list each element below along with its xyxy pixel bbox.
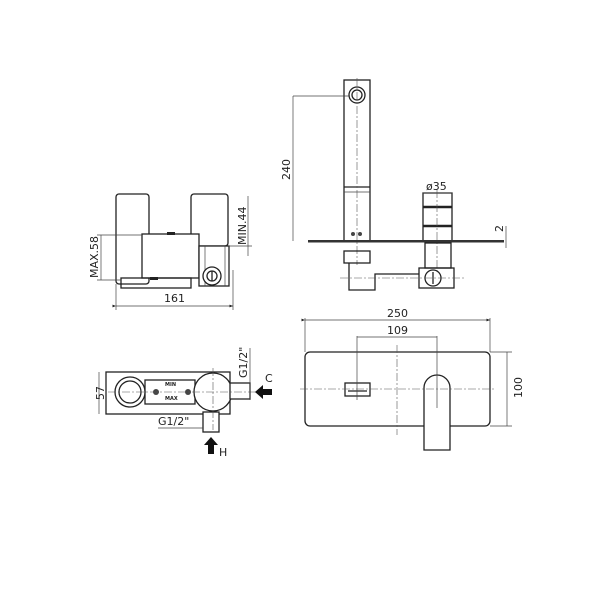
width-250-label: 250 (387, 307, 408, 320)
hot-inlet-pipe (202, 411, 220, 433)
height-240-label: 240 (280, 159, 293, 180)
front-body-view: MAX.58 MIN.44 161 (88, 193, 252, 310)
cold-arrow-label: C (265, 372, 273, 385)
diameter-35-label: ø35 (426, 180, 447, 193)
top-body-view: MIN MAX 57 G1/2" G1/2" C H (94, 347, 273, 459)
max-58-label: MAX.58 (88, 236, 101, 278)
min-44-label: MIN.44 (236, 207, 249, 245)
handle-cylinder (422, 192, 453, 242)
hot-thread-label: G1/2" (158, 415, 189, 428)
max-marking: MAX (165, 396, 178, 402)
spout-slot (344, 382, 371, 397)
plate-2-label: 2 (493, 225, 506, 232)
spacing-109-label: 109 (387, 324, 408, 337)
min-marking: MIN (165, 382, 176, 388)
cold-inlet-pipe (229, 382, 251, 400)
cold-arrow-icon (255, 385, 272, 399)
height-100-label: 100 (512, 377, 525, 398)
spout (343, 79, 371, 242)
wall-plate (308, 240, 504, 243)
width-161-label: 161 (164, 292, 185, 305)
lever-handle (423, 374, 451, 451)
hot-arrow-label: H (219, 446, 227, 459)
central-body (141, 233, 200, 279)
depth-57-label: 57 (94, 386, 107, 400)
front-plate-view: 250 109 100 (300, 307, 525, 451)
cold-thread-label: G1/2" (237, 347, 250, 378)
hot-arrow-icon (204, 437, 218, 454)
side-view: 240 ø35 2 (280, 78, 507, 291)
